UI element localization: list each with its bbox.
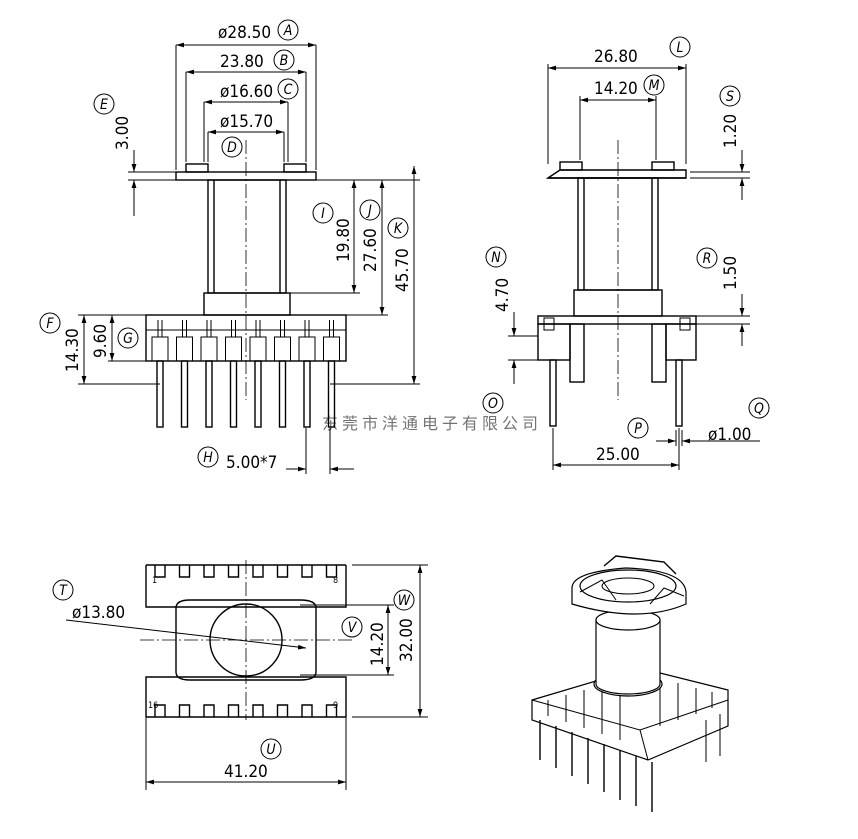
- svg-text:O: O: [488, 396, 498, 412]
- side-view: [537, 140, 697, 427]
- callout-n: N: [485, 246, 507, 268]
- top-view: [140, 560, 352, 720]
- pin-1: 1: [152, 576, 157, 586]
- dim-T: ø13.80: [72, 603, 125, 623]
- svg-text:J: J: [365, 203, 372, 219]
- top-dimensions: [65, 564, 428, 790]
- callout-a: A: [277, 19, 299, 41]
- dimension-texts: ø28.50 23.80 ø16.60 ø15.70 3.00 19.80 27…: [63, 23, 751, 782]
- dim-J: 27.60: [361, 228, 381, 272]
- callout-l: L: [669, 36, 691, 58]
- callout-k: K: [387, 217, 409, 239]
- callout-p: P: [627, 417, 649, 439]
- dim-C: ø16.60: [220, 82, 273, 102]
- callout-u: U: [260, 738, 282, 760]
- svg-text:R: R: [703, 251, 712, 267]
- callout-m: M: [643, 74, 665, 96]
- svg-text:K: K: [394, 221, 404, 237]
- dim-P: 25.00: [596, 445, 640, 465]
- callout-s: S: [719, 85, 741, 107]
- callout-c: C: [277, 78, 299, 100]
- dim-S: 1.20: [721, 114, 741, 148]
- dim-F: 14.30: [63, 328, 83, 372]
- svg-text:Q: Q: [754, 401, 764, 417]
- callout-d: D: [221, 136, 243, 158]
- callout-q: Q: [748, 397, 770, 419]
- svg-text:T: T: [59, 583, 68, 599]
- callout-r: R: [696, 247, 718, 269]
- callout-t: T: [52, 579, 74, 601]
- callout-b: B: [273, 49, 295, 71]
- svg-text:V: V: [348, 620, 358, 636]
- pin-9: 9: [333, 701, 338, 711]
- svg-text:B: B: [280, 53, 289, 69]
- callout-w: W: [393, 589, 415, 611]
- isometric-view: [531, 555, 729, 812]
- dim-B: 23.80: [220, 52, 264, 72]
- dim-A: ø28.50: [218, 23, 271, 43]
- front-dimensions: [78, 42, 420, 474]
- svg-text:A: A: [283, 23, 293, 39]
- svg-text:P: P: [634, 421, 642, 437]
- dim-W: 32.00: [397, 618, 417, 662]
- callout-h: H: [197, 446, 219, 468]
- dim-Q: ø1.00: [708, 425, 751, 445]
- callout-o: O: [482, 392, 504, 414]
- svg-text:E: E: [100, 97, 108, 113]
- svg-text:F: F: [46, 316, 54, 332]
- dim-K: 45.70: [393, 248, 413, 292]
- pin-8: 8: [333, 576, 338, 586]
- callout-j: J: [359, 199, 381, 221]
- side-dimensions: [508, 64, 760, 470]
- svg-text:W: W: [398, 593, 411, 609]
- callout-labels: ABC D E I J K F G H L M S N R O P Q T V W U: [39, 19, 770, 760]
- svg-text:C: C: [284, 82, 293, 98]
- svg-text:G: G: [123, 331, 133, 347]
- dim-G: 9.60: [91, 324, 111, 358]
- dim-V: 14.20: [368, 622, 388, 666]
- svg-text:L: L: [676, 40, 683, 56]
- svg-text:M: M: [649, 78, 660, 94]
- svg-text:I: I: [321, 206, 325, 222]
- callout-v: V: [341, 616, 363, 638]
- dim-H: 5.00*7: [226, 453, 277, 473]
- dim-N: 4.70: [493, 278, 513, 312]
- dim-R: 1.50: [721, 256, 741, 290]
- svg-text:H: H: [203, 450, 213, 466]
- svg-text:D: D: [227, 140, 237, 156]
- callout-e: E: [93, 93, 115, 115]
- dim-D: ø15.70: [220, 112, 273, 132]
- callout-i: I: [312, 202, 334, 224]
- pin-16: 16: [148, 701, 158, 711]
- dim-I: 19.80: [334, 218, 354, 262]
- callout-f: F: [39, 312, 61, 334]
- dim-M: 14.20: [594, 79, 638, 99]
- svg-text:U: U: [266, 742, 275, 758]
- front-view: [145, 140, 347, 428]
- callout-g: G: [117, 327, 139, 349]
- watermark: 东莞市洋通电子有限公司: [322, 414, 538, 433]
- svg-text:N: N: [491, 250, 501, 266]
- dim-L: 26.80: [594, 47, 638, 67]
- dim-E: 3.00: [113, 116, 133, 150]
- dim-U: 41.20: [224, 762, 268, 782]
- svg-text:S: S: [726, 89, 734, 105]
